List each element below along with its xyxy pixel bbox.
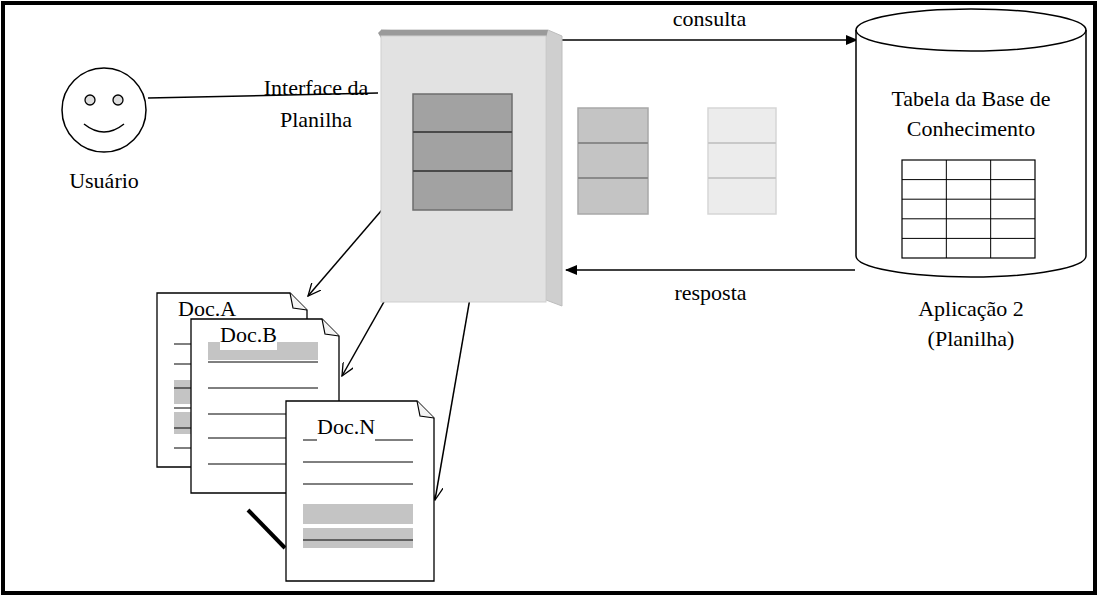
spreadsheet-sheet (578, 108, 648, 214)
user-icon: Usuário (60, 66, 148, 154)
connector (562, 39, 857, 41)
edge-label: resposta (671, 280, 749, 306)
node-label: Usuário (34, 166, 174, 196)
spreadsheet-sheet (708, 108, 776, 214)
edge-label: consulta (670, 6, 749, 32)
node-label: Aplicação 2 (Planilha) (890, 294, 1052, 354)
node-outline (855, 8, 1087, 278)
pen-stroke (248, 510, 285, 548)
node-outline (60, 66, 148, 154)
node-label: Interface da Planilha (260, 72, 372, 136)
database-cylinder: Tabela da Base de ConhecimentoAplicação … (855, 8, 1087, 278)
connector (566, 269, 855, 271)
document: Doc.N (285, 400, 435, 582)
spreadsheet-interface: Interface da Planilha (378, 30, 562, 310)
outer-frame (3, 3, 1095, 593)
node-label: Doc.B (220, 320, 277, 350)
node-label: Doc.N (317, 412, 375, 442)
node-label: Tabela da Base de Conhecimento (861, 84, 1081, 144)
node-outline (378, 30, 562, 310)
